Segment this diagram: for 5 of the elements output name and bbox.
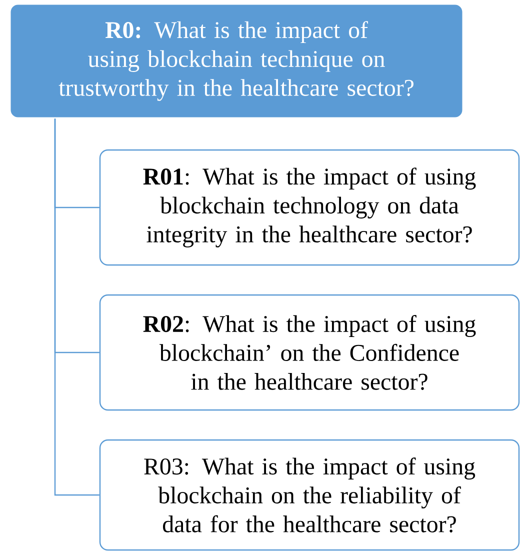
question-box: R02: What is the impact of using blockchain’ on the Confidence in the healthcare sector? [99, 294, 520, 411]
question-box: R03: What is the impact of using blockchain on the reliability of data for the healthcare sector? [99, 439, 520, 551]
connector [54, 118, 100, 496]
question-box: R0: What is the impact of using blockchain technique on trustworthy in the healthcare sector? [9, 3, 464, 119]
question-box: R01: What is the impact of using blockchain technology on data integrity in the healthcare sector? [99, 149, 520, 266]
